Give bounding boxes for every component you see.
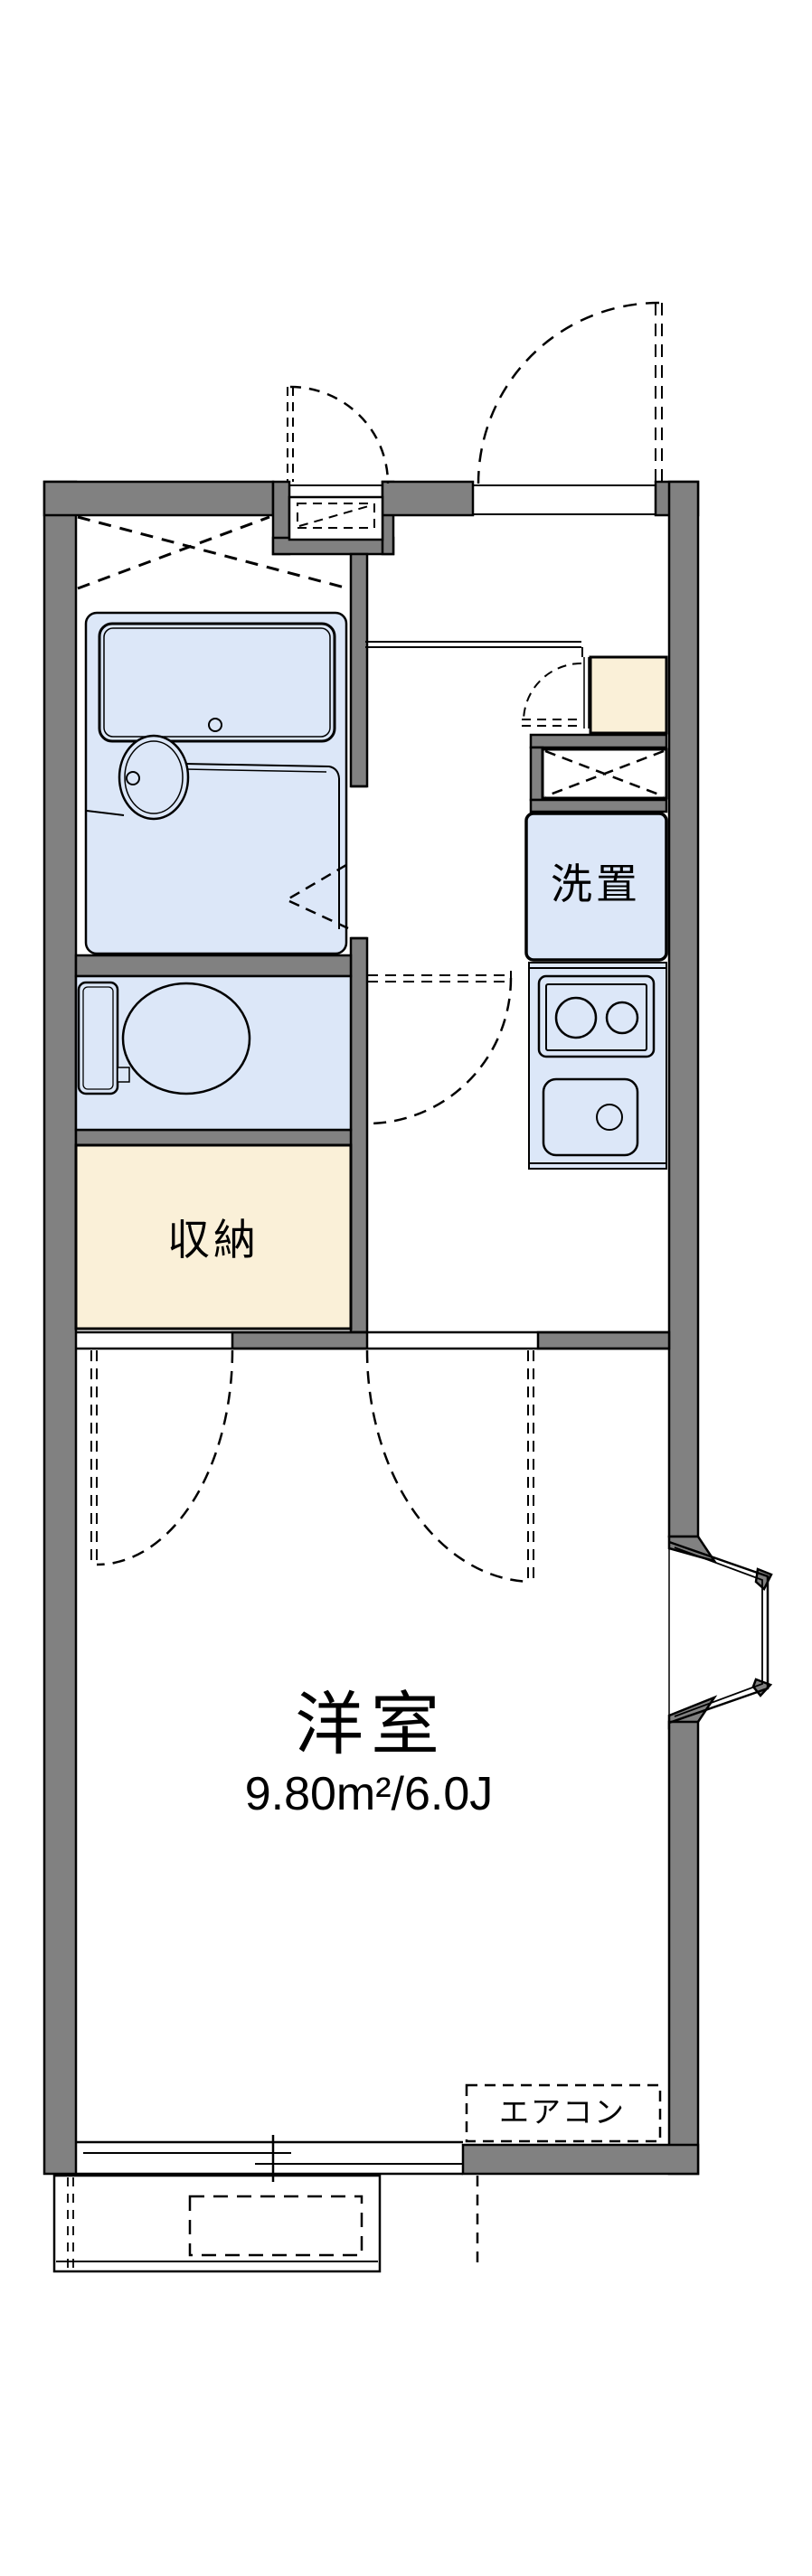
pipe-space-top-wall [529, 733, 668, 749]
bathroom-x-hatch-2 [77, 515, 270, 590]
bay-window [668, 1540, 770, 1725]
pipe-space-bottom-wall [529, 798, 668, 813]
hall-door-arc [366, 977, 513, 1125]
bay-window-outer-glazing [668, 1540, 770, 1725]
room-blocks [74, 495, 668, 1330]
sink-drain [596, 1104, 623, 1131]
right-outer-wall-lower [667, 1720, 700, 2176]
room-name-label: 洋室 [295, 1687, 447, 1763]
kitchen-fixtures [529, 967, 666, 1164]
meterbox-door-arc [289, 385, 390, 484]
kitchen-sink [542, 1077, 639, 1157]
right-outer-wall-upper [667, 480, 700, 1538]
left-outer-wall [42, 480, 78, 2176]
stove-top [537, 974, 656, 1058]
room-door1-arc [96, 1349, 234, 1566]
balcony-dashed-rect [188, 2195, 364, 2257]
entry-door-arc [477, 301, 660, 484]
stove-burner-large [554, 996, 598, 1039]
bathroom-x-hatch-1 [77, 515, 349, 590]
structure-lines [76, 484, 670, 2182]
bathroom-toilet-wall [74, 954, 353, 978]
toilet-fixture [77, 981, 251, 1095]
top-wall-mid [381, 480, 475, 517]
balcony [52, 2174, 479, 2273]
aircon-label: エアコン [499, 2095, 626, 2129]
bath-counter-line-1 [184, 763, 340, 779]
washbasin-inner-line [124, 740, 184, 814]
room-door2-arc [365, 1349, 532, 1584]
labels: 洗置 収納 洋室 9.80m²/6.0J エアコン [167, 860, 641, 2129]
toilet-tank [77, 981, 119, 1095]
washbasin-faucet [126, 771, 140, 785]
bathroom-right-wall [349, 552, 369, 788]
bathtub [98, 622, 336, 743]
washer-space-box [524, 812, 668, 962]
toilet-storage-right-wall [349, 936, 369, 1334]
shoe-cabinet [589, 655, 668, 735]
shoe-cabinet-door-arc [523, 663, 582, 722]
aircon-dashed-box [465, 2083, 662, 2143]
bathtub-inner-line [103, 627, 331, 738]
bathtub-drain [208, 718, 222, 732]
toilet-bowl [121, 982, 251, 1095]
bathroom-folding-door [287, 863, 349, 930]
toilet-storage-wall [74, 1128, 353, 1147]
pipe-space-left-wall [529, 746, 544, 802]
dashed-symbols [77, 301, 665, 1584]
bath-floor-edge-left [86, 810, 125, 816]
washer-space-label: 洗置 [551, 860, 641, 907]
walls [42, 480, 773, 2176]
balcony-outline [52, 2174, 382, 2273]
meterbox-diagonal [298, 504, 373, 527]
stove-burner-small [605, 1001, 639, 1035]
room-wall-segment-2 [536, 1330, 671, 1350]
washbasin [118, 734, 190, 821]
storage-label: 収納 [167, 1216, 260, 1264]
stove-frame [545, 983, 647, 1051]
bathroom-fixtures [86, 622, 340, 929]
meterbox-dashed-rect [297, 503, 375, 529]
room-size-label: 9.80m²/6.0J [245, 1768, 494, 1820]
toilet-seat-hinge [117, 1067, 130, 1083]
pipe-space-x-hatch [544, 749, 665, 798]
air-conditioner [465, 2083, 662, 2143]
bay-window-inner-glazing [674, 1547, 763, 1717]
bath-counter-line-2 [184, 768, 327, 773]
top-wall-left [42, 480, 275, 517]
bathroom-unit [84, 611, 348, 955]
storage-closet [74, 1143, 353, 1330]
toilet-tank-inner-line [82, 986, 114, 1090]
room-wall-segment-1 [231, 1330, 369, 1350]
bottom-wall-right [461, 2143, 700, 2176]
kitchen-unit [528, 962, 667, 1170]
